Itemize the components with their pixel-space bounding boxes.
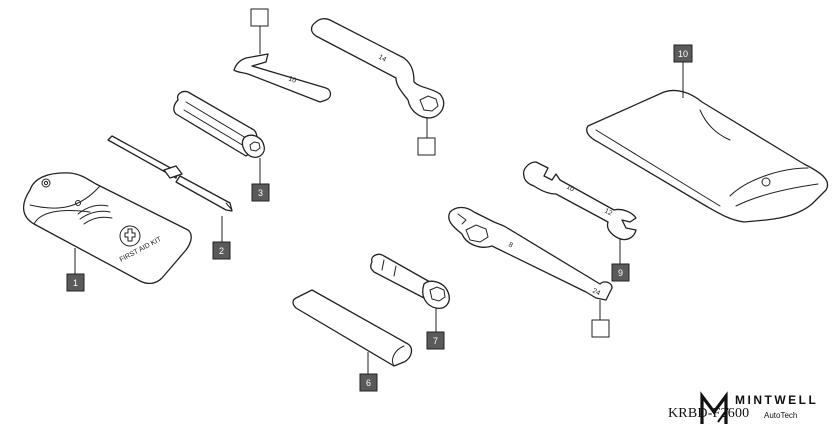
svg-text:3: 3	[258, 188, 263, 198]
diagram-code: KRBD-F2600	[668, 406, 750, 421]
svg-text:7: 7	[433, 336, 438, 346]
open-end-spanner: 10 12	[522, 161, 637, 264]
callout-blank-hex-key	[250, 8, 269, 27]
callout-10: 10	[673, 44, 693, 63]
callout-2: 2	[212, 241, 231, 260]
brand-logo-icon	[700, 391, 729, 424]
svg-text:10: 10	[678, 49, 688, 59]
svg-text:1: 1	[73, 278, 78, 288]
first-aid-kit-pouch: FIRST AID KIT	[23, 172, 192, 285]
callout-1: 1	[66, 273, 85, 292]
hex-key-mark: 10	[287, 75, 297, 84]
brand-tagline: AutoTech	[764, 411, 798, 420]
tool-bag	[586, 62, 829, 223]
screwdriver-handle	[173, 90, 265, 184]
callout-6: 6	[359, 373, 378, 392]
combo-spanner-mark-b: 24	[591, 288, 601, 298]
combo-spanner-mark-a: 8	[507, 242, 514, 250]
ring-spanner-mark: 14	[377, 54, 387, 64]
screwdriver-bit	[107, 135, 233, 242]
open-spanner-mark-b: 12	[603, 208, 613, 218]
brand-name: MINTWELL	[735, 393, 819, 407]
callout-7: 7	[426, 331, 445, 350]
ring-spanner: 14	[310, 18, 445, 138]
hex-key: 10	[233, 26, 332, 103]
open-spanner-mark-a: 10	[565, 184, 575, 194]
callout-3: 3	[251, 183, 270, 202]
callout-9: 9	[611, 263, 630, 282]
combination-spanner: 8 24	[448, 206, 613, 320]
extension-bar	[292, 289, 413, 374]
callout-blank-ring-spanner	[417, 137, 436, 156]
svg-text:9: 9	[618, 268, 623, 278]
callout-blank-combo-spanner	[591, 319, 610, 338]
svg-text:6: 6	[366, 378, 371, 388]
spark-plug-socket	[370, 253, 450, 332]
svg-text:2: 2	[219, 246, 224, 256]
